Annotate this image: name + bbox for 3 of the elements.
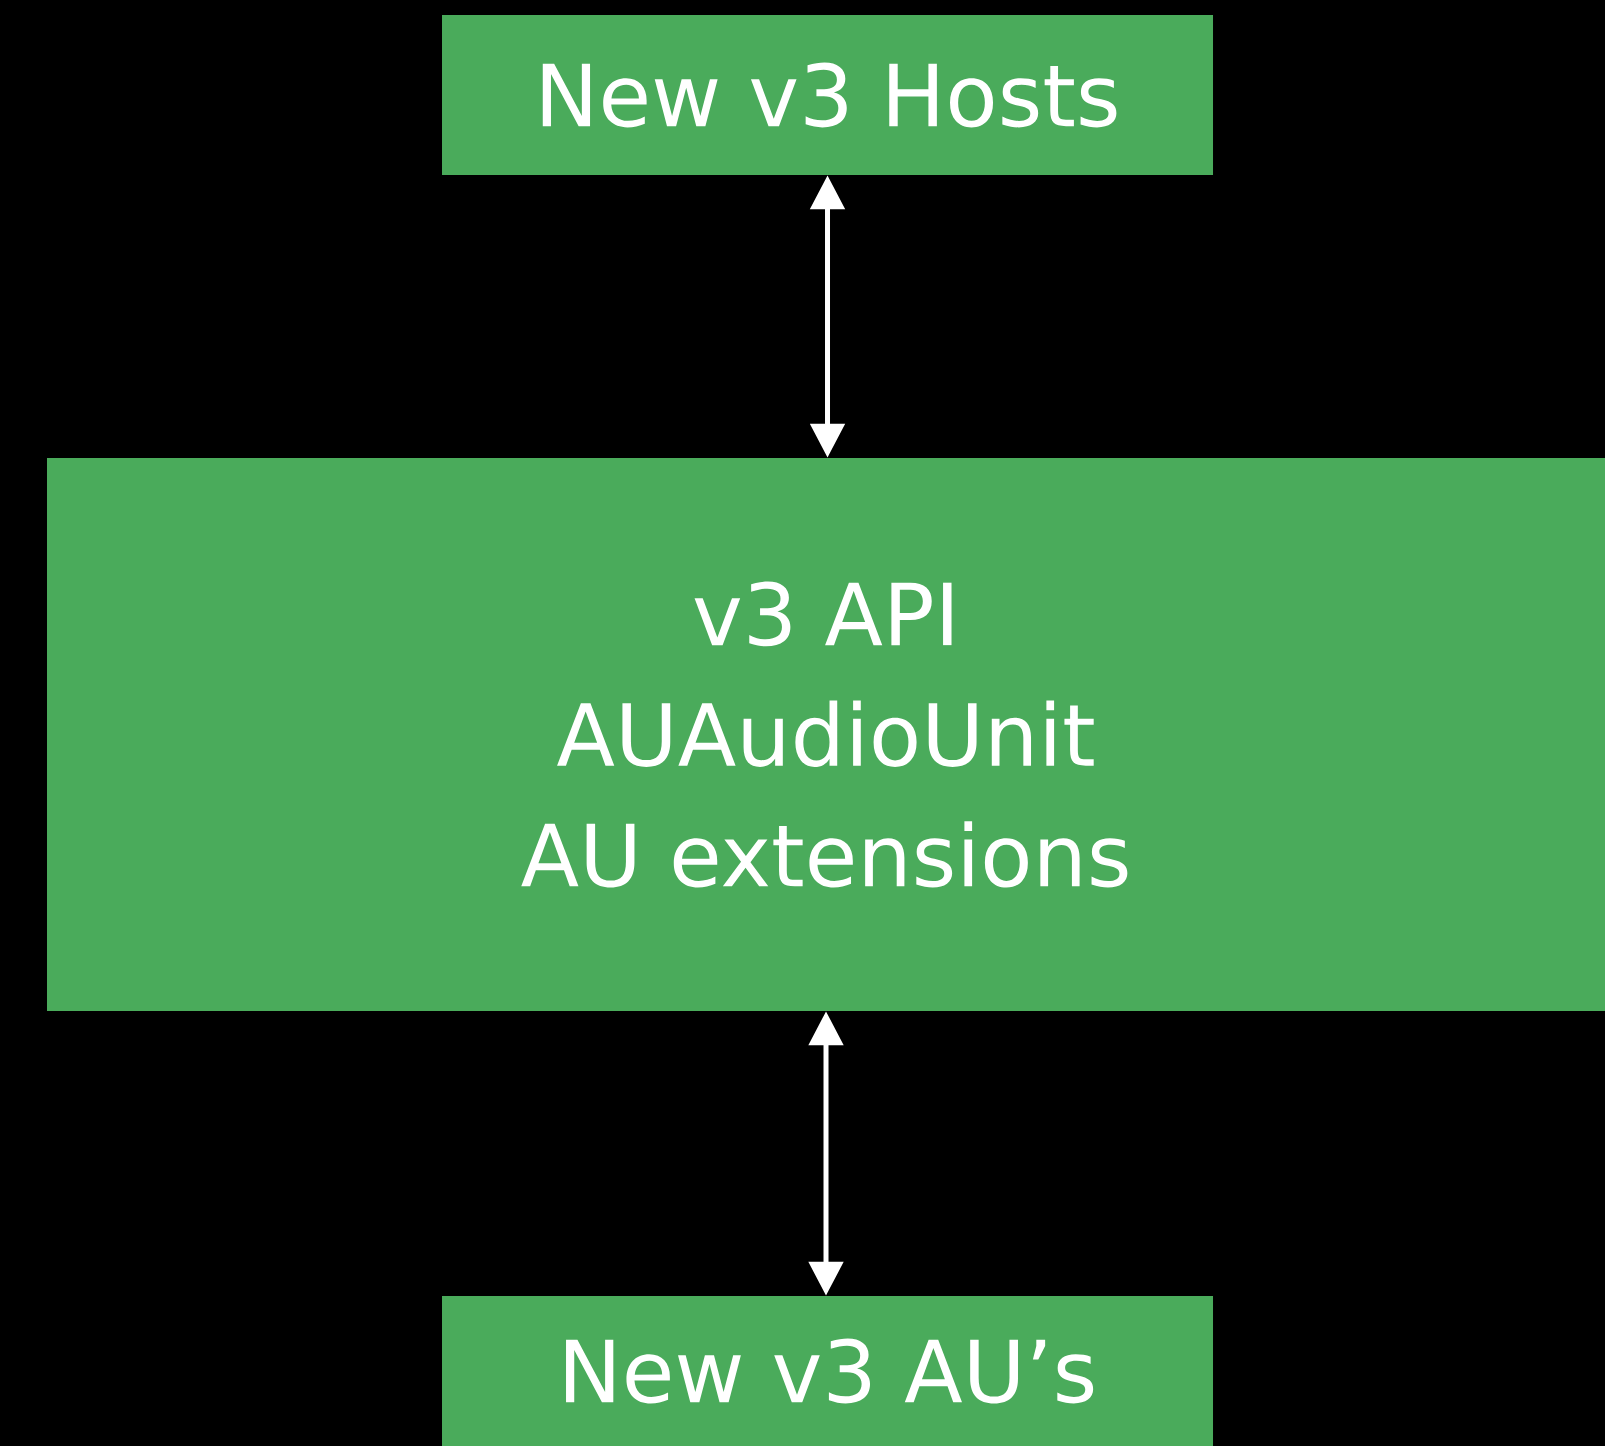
- process-box: New v3 AU’s: [442, 1296, 1213, 1446]
- process-box: New v3 Hosts: [442, 15, 1213, 175]
- process-box: v3 API AUAudioUnit AU extensions: [47, 458, 1605, 1011]
